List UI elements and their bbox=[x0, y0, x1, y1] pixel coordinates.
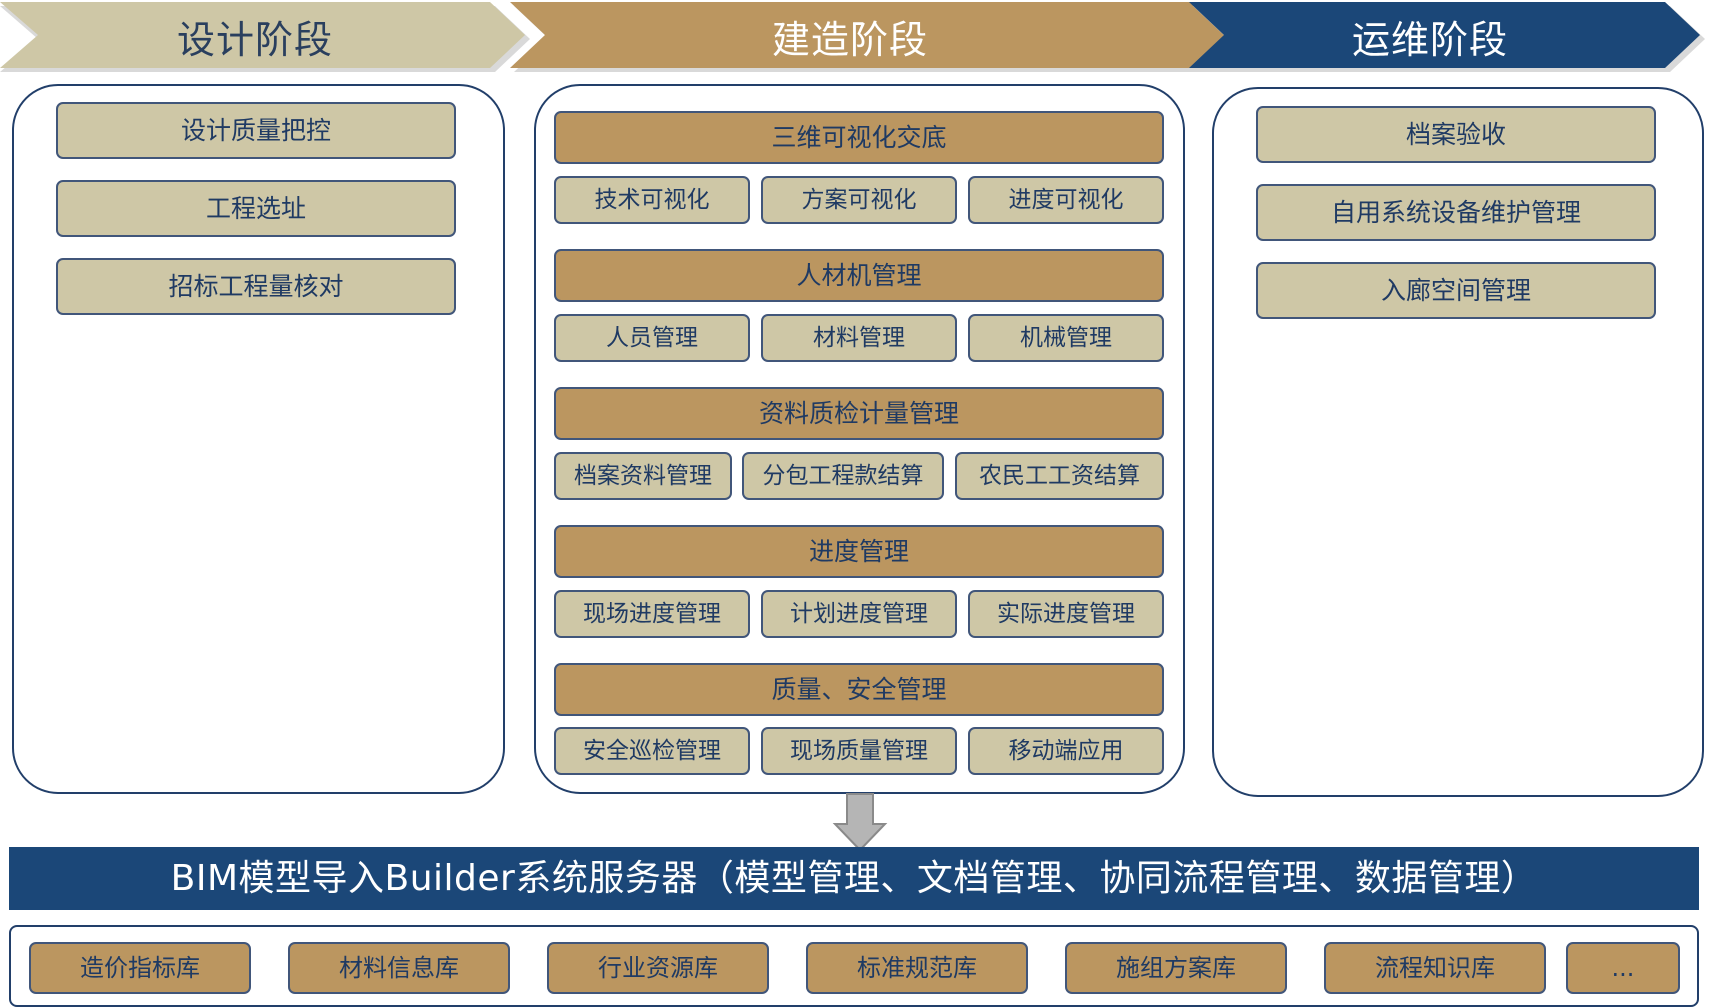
construction-item: 进度可视化 bbox=[968, 176, 1164, 224]
design-item: 设计质量把控 bbox=[56, 102, 456, 159]
construction-item: 机械管理 bbox=[968, 314, 1164, 362]
construction-item: 安全巡检管理 bbox=[554, 727, 750, 775]
design-item: 工程选址 bbox=[56, 180, 456, 237]
phase-title-operation: 运维阶段 bbox=[1351, 18, 1508, 62]
down-arrow-icon bbox=[832, 793, 888, 852]
operation-item: 自用系统设备维护管理 bbox=[1256, 184, 1656, 241]
construction-group-title: 资料质检计量管理 bbox=[554, 387, 1164, 440]
phase-chevrons bbox=[0, 2, 1705, 72]
chevron-construction bbox=[510, 2, 1225, 68]
construction-group-title: 人材机管理 bbox=[554, 249, 1164, 302]
chevron-operation bbox=[1189, 2, 1700, 68]
library-item: 行业资源库 bbox=[547, 942, 769, 994]
operation-item: 档案验收 bbox=[1256, 106, 1656, 163]
construction-item: 实际进度管理 bbox=[968, 590, 1164, 638]
library-item: 造价指标库 bbox=[29, 942, 251, 994]
library-item: 施组方案库 bbox=[1065, 942, 1287, 994]
construction-item: 现场进度管理 bbox=[554, 590, 750, 638]
chevron-design-fill bbox=[0, 2, 525, 68]
construction-item: 现场质量管理 bbox=[761, 727, 957, 775]
construction-group-title: 质量、安全管理 bbox=[554, 663, 1164, 716]
design-item: 招标工程量核对 bbox=[56, 258, 456, 315]
construction-item: 方案可视化 bbox=[761, 176, 957, 224]
library-item: 材料信息库 bbox=[288, 942, 510, 994]
server-bar: BIM模型导入Builder系统服务器（模型管理、文档管理、协同流程管理、数据管… bbox=[9, 847, 1699, 910]
phase-title-design: 设计阶段 bbox=[176, 18, 333, 62]
construction-group-title: 三维可视化交底 bbox=[554, 111, 1164, 164]
library-item: 标准规范库 bbox=[806, 942, 1028, 994]
construction-item: 档案资料管理 bbox=[554, 452, 732, 500]
phase-title-construction: 建造阶段 bbox=[771, 18, 928, 62]
construction-item: 分包工程款结算 bbox=[742, 452, 944, 500]
operation-item: 入廊空间管理 bbox=[1256, 262, 1656, 319]
library-frame bbox=[9, 925, 1699, 1007]
construction-item: 技术可视化 bbox=[554, 176, 750, 224]
construction-item: 移动端应用 bbox=[968, 727, 1164, 775]
construction-item: 计划进度管理 bbox=[761, 590, 957, 638]
construction-item: 农民工工资结算 bbox=[955, 452, 1164, 500]
construction-group-title: 进度管理 bbox=[554, 525, 1164, 578]
construction-item: 材料管理 bbox=[761, 314, 957, 362]
construction-item: 人员管理 bbox=[554, 314, 750, 362]
library-item: 流程知识库 bbox=[1324, 942, 1546, 994]
library-item-more: ... bbox=[1566, 942, 1680, 994]
